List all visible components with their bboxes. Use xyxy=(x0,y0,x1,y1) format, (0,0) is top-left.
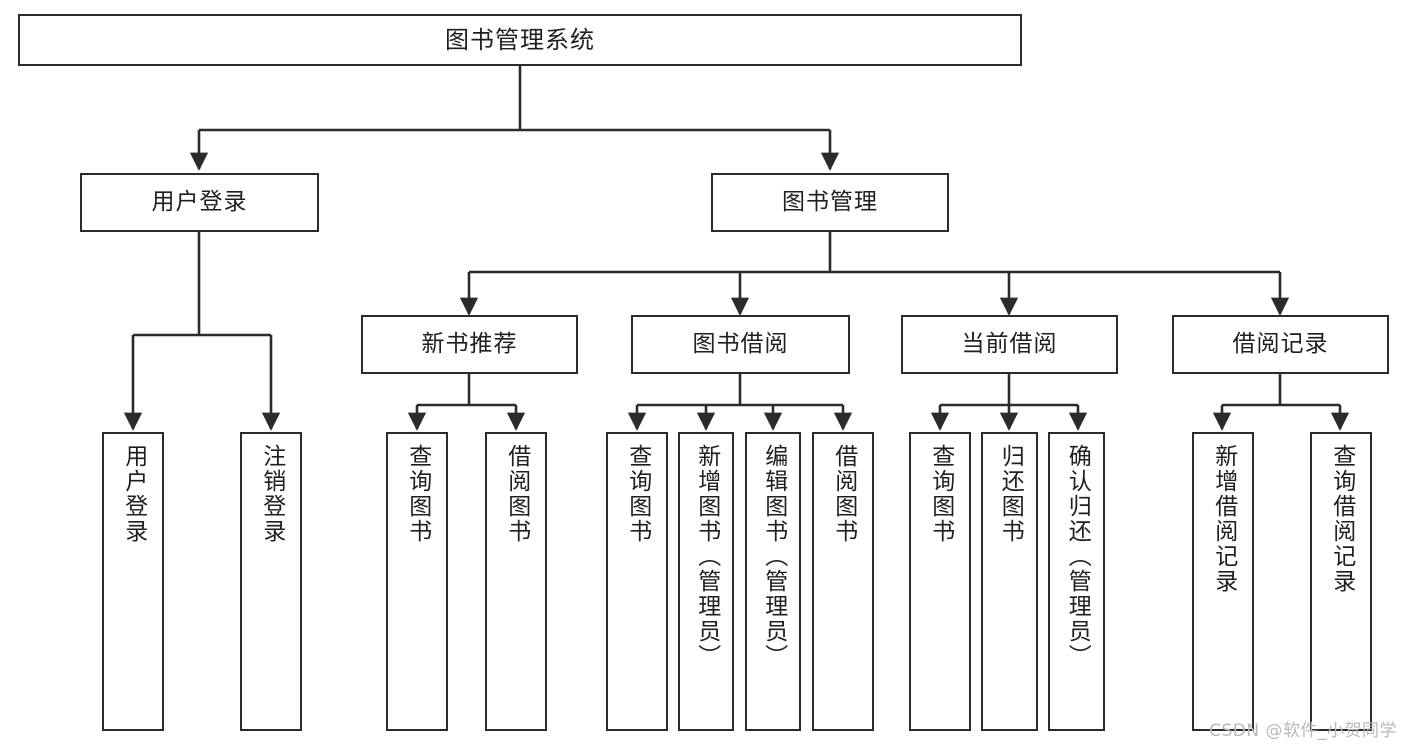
node-label: 当前借阅 xyxy=(961,330,1058,357)
node-new-book-recommend[interactable]: 新书推荐 xyxy=(361,315,578,374)
node-label: 用户登录 xyxy=(151,188,248,215)
node-label: 确认归还（管理员） xyxy=(1064,444,1091,669)
node-label: 用户登录 xyxy=(120,444,147,544)
node-label: 编辑图书（管理员） xyxy=(760,444,787,669)
node-label: 图书管理系统 xyxy=(445,25,595,54)
node-book-borrow[interactable]: 图书借阅 xyxy=(631,315,850,374)
leaf-borrow-add-book[interactable]: 新增图书（管理员） xyxy=(678,432,734,731)
leaf-current-return-book[interactable]: 归还图书 xyxy=(981,432,1038,731)
leaf-new-book-query[interactable]: 查询图书 xyxy=(386,432,448,731)
node-label: 查询图书 xyxy=(624,444,651,544)
node-label: 借阅图书 xyxy=(830,444,857,544)
node-label: 借阅图书 xyxy=(503,444,530,544)
node-label: 归还图书 xyxy=(997,444,1024,544)
leaf-record-query-record[interactable]: 查询借阅记录 xyxy=(1310,432,1372,731)
node-label: 查询图书 xyxy=(404,444,431,544)
watermark-text: CSDN @软件_小贺同学 xyxy=(1209,721,1397,741)
node-label: 新书推荐 xyxy=(421,330,518,357)
leaf-current-confirm-return[interactable]: 确认归还（管理员） xyxy=(1048,432,1105,731)
node-root-system[interactable]: 图书管理系统 xyxy=(18,14,1022,66)
leaf-borrow-query-book[interactable]: 查询图书 xyxy=(606,432,668,731)
node-current-borrow[interactable]: 当前借阅 xyxy=(901,315,1118,374)
leaf-current-query-book[interactable]: 查询图书 xyxy=(909,432,971,731)
node-label: 查询借阅记录 xyxy=(1328,444,1355,594)
node-label: 新增借阅记录 xyxy=(1210,444,1237,594)
node-label: 图书借阅 xyxy=(692,330,789,357)
leaf-borrow-edit-book[interactable]: 编辑图书（管理员） xyxy=(745,432,801,731)
node-label: 借阅记录 xyxy=(1232,330,1329,357)
node-label: 图书管理 xyxy=(782,188,878,215)
node-label: 查询图书 xyxy=(927,444,954,544)
leaf-user-login-login[interactable]: 用户登录 xyxy=(102,432,164,731)
node-user-login[interactable]: 用户登录 xyxy=(80,173,319,232)
leaf-borrow-borrow-book[interactable]: 借阅图书 xyxy=(812,432,874,731)
node-label: 注销登录 xyxy=(258,444,285,544)
leaf-new-book-borrow[interactable]: 借阅图书 xyxy=(485,432,547,731)
node-borrow-record[interactable]: 借阅记录 xyxy=(1172,315,1389,374)
node-book-management[interactable]: 图书管理 xyxy=(711,173,949,232)
leaf-user-login-logout[interactable]: 注销登录 xyxy=(240,432,302,731)
node-label: 新增图书（管理员） xyxy=(693,444,720,669)
leaf-record-add-record[interactable]: 新增借阅记录 xyxy=(1192,432,1254,731)
